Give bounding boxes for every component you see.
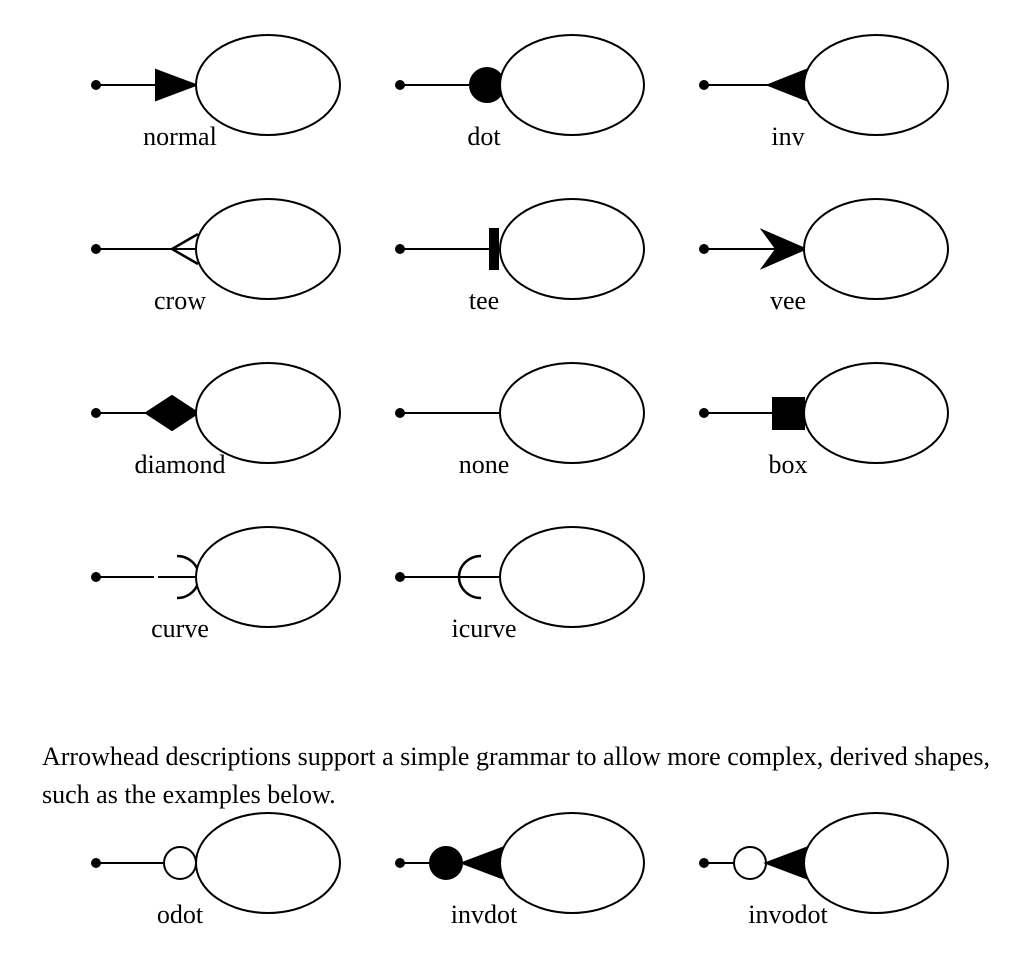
- odot-arrowhead: [163, 846, 197, 880]
- arrowhead-figure-dot: [395, 34, 645, 136]
- arrowhead-figure-inv: [699, 34, 949, 136]
- arrowhead-example-crow: crow: [60, 196, 360, 356]
- invodot-dot: [733, 846, 767, 880]
- arrowhead-label: inv: [771, 122, 805, 151]
- arrowhead-label: icurve: [451, 614, 517, 643]
- arrowhead-figure-none: [395, 362, 645, 464]
- node-ellipse: [803, 34, 949, 136]
- node-ellipse: [195, 362, 341, 464]
- box-arrowhead: [772, 397, 805, 430]
- normal-arrowhead: [155, 68, 199, 102]
- arrowhead-figure-vee: [699, 198, 949, 300]
- node-ellipse: [195, 198, 341, 300]
- crow-arrowhead: [169, 232, 199, 266]
- tail-dot: [395, 408, 405, 418]
- invodot-inv: [763, 846, 807, 880]
- arrowhead-figure-diamond: [91, 362, 341, 464]
- arrowhead-figure-normal: [91, 34, 341, 136]
- arrowhead-example-icurve: icurve: [364, 524, 664, 684]
- node-ellipse: [499, 198, 645, 300]
- node-ellipse: [803, 198, 949, 300]
- arrowhead-example-invdot: invdot: [364, 810, 664, 970]
- arrowhead-example-vee: vee: [668, 196, 968, 356]
- arrowhead-label: none: [458, 450, 510, 479]
- arrowhead-label: invdot: [450, 900, 518, 929]
- tail-dot: [91, 858, 101, 868]
- tail-dot: [91, 408, 101, 418]
- node-ellipse: [195, 812, 341, 914]
- node-ellipse: [803, 812, 949, 914]
- arrowhead-label: odot: [156, 900, 204, 929]
- arrowhead-figure-icurve: [395, 526, 645, 628]
- arrowhead-example-curve: curve: [60, 524, 360, 684]
- arrowhead-label: normal: [143, 122, 217, 151]
- arrowhead-example-odot: odot: [60, 810, 360, 970]
- arrowhead-figure-odot: [91, 812, 341, 914]
- icurve-arrowhead: [457, 554, 482, 600]
- tail-dot: [91, 572, 101, 582]
- node-ellipse: [499, 812, 645, 914]
- arrowhead-figure-curve: [91, 526, 341, 628]
- arrowhead-label: invodot: [748, 900, 828, 929]
- arrowhead-label: box: [768, 450, 808, 479]
- tail-dot: [91, 244, 101, 254]
- node-ellipse: [195, 34, 341, 136]
- vee-arrowhead: [759, 228, 808, 270]
- arrowhead-label: curve: [151, 614, 209, 643]
- inv-arrowhead: [765, 68, 807, 102]
- tail-dot: [395, 80, 405, 90]
- arrowhead-figure-invdot: [395, 812, 645, 914]
- arrowhead-example-none: none: [364, 360, 664, 520]
- arrowhead-example-box: box: [668, 360, 968, 520]
- tail-dot: [395, 858, 405, 868]
- tail-dot: [91, 80, 101, 90]
- arrowhead-example-normal: normal: [60, 32, 360, 192]
- arrowhead-label: diamond: [134, 450, 226, 479]
- arrowhead-label: tee: [468, 286, 500, 315]
- arrowhead-example-invodot: invodot: [668, 810, 968, 970]
- arrowhead-figure-crow: [91, 198, 341, 300]
- tail-dot: [699, 408, 709, 418]
- arrowhead-label: vee: [769, 286, 807, 315]
- tail-dot: [395, 572, 405, 582]
- grammar-description: Arrowhead descriptions support a simple …: [42, 742, 991, 809]
- node-ellipse: [499, 362, 645, 464]
- node-ellipse: [499, 34, 645, 136]
- invdot-inv: [459, 846, 503, 880]
- tail-dot: [395, 244, 405, 254]
- tail-dot: [699, 858, 709, 868]
- dot-arrowhead: [469, 67, 505, 103]
- tee-arrowhead: [489, 228, 499, 270]
- tail-dot: [699, 80, 709, 90]
- arrowhead-label: dot: [467, 122, 501, 151]
- node-ellipse: [499, 526, 645, 628]
- arrowhead-example-dot: dot: [364, 32, 664, 192]
- arrowhead-example-diamond: diamond: [60, 360, 360, 520]
- invdot-dot: [429, 846, 463, 880]
- arrowhead-figure-box: [699, 362, 949, 464]
- arrowhead-figure-tee: [395, 198, 645, 300]
- node-ellipse: [803, 362, 949, 464]
- arrowhead-label: crow: [154, 286, 206, 315]
- diamond-arrowhead: [144, 394, 200, 432]
- arrowhead-example-tee: tee: [364, 196, 664, 356]
- tail-dot: [699, 244, 709, 254]
- node-ellipse: [195, 526, 341, 628]
- arrowhead-example-inv: inv: [668, 32, 968, 192]
- arrowhead-figure-invodot: [699, 812, 949, 914]
